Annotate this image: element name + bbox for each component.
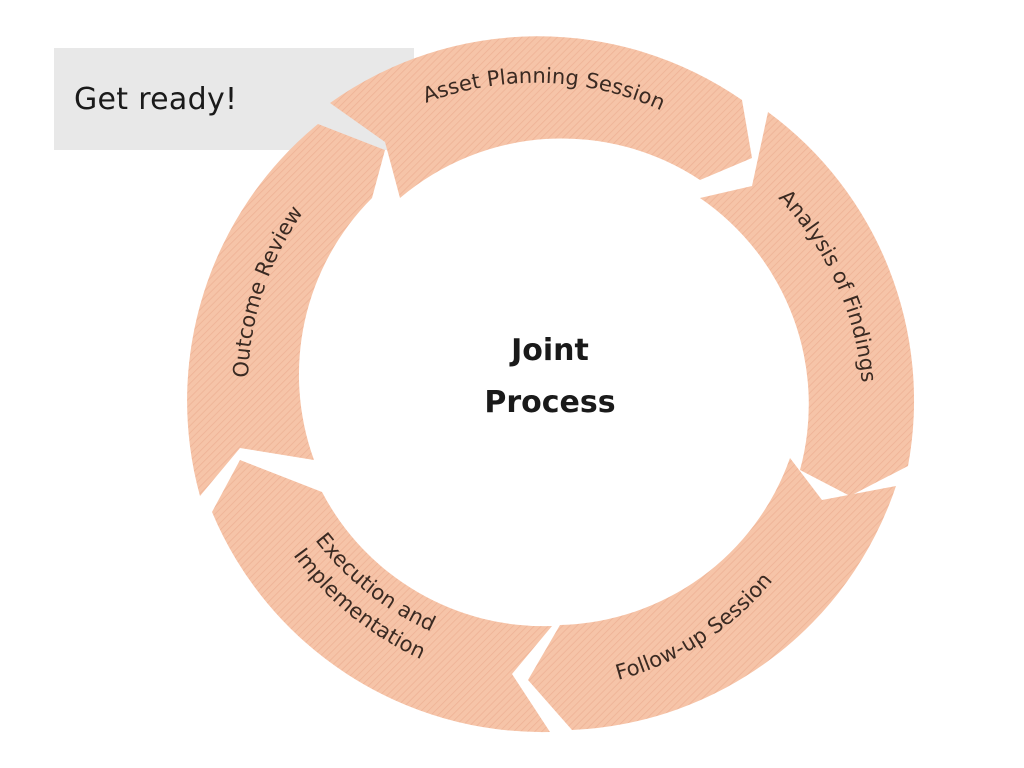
segment-execution-implementation bbox=[212, 460, 552, 733]
center-title: Joint Process bbox=[440, 325, 660, 429]
segment-asset-planning bbox=[330, 36, 752, 198]
center-title-line1: Joint bbox=[511, 333, 589, 368]
segment-outcome-review bbox=[187, 124, 385, 496]
segment-analysis-of-findings bbox=[700, 112, 915, 496]
segment-follow-up-session bbox=[528, 458, 896, 730]
get-ready-label: Get ready! bbox=[74, 82, 238, 117]
center-title-line2: Process bbox=[484, 385, 616, 420]
